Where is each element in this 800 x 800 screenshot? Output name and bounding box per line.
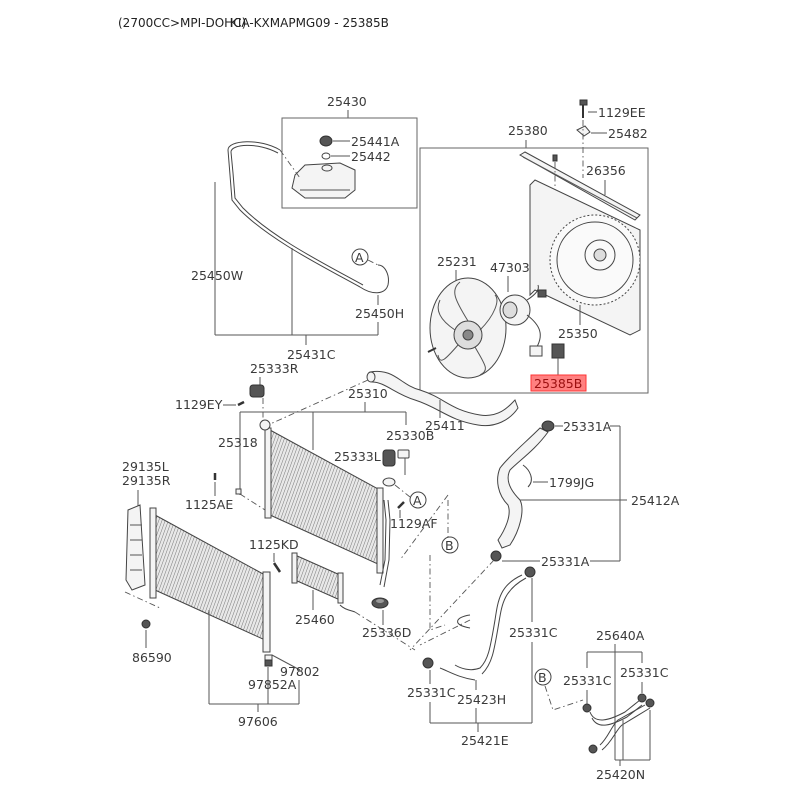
highlighted-part-box: [530, 374, 587, 392]
label-25331A-top[interactable]: 25331A: [563, 419, 612, 434]
label-25331A-bottom[interactable]: 25331A: [541, 554, 590, 569]
bolt-icon-2: [237, 400, 245, 407]
label-25411[interactable]: 25411: [425, 418, 465, 433]
label-25421E[interactable]: 25421E: [461, 733, 509, 748]
insulator-icon: [371, 597, 389, 609]
oil-cooler-icon: [291, 552, 356, 613]
catalog-ref-label: KIA-KXMAPMG09 - 25385B: [230, 16, 389, 30]
label-25423H[interactable]: 25423H: [457, 692, 506, 707]
ref-marker-b: [441, 536, 459, 554]
fan-shroud-icon: [529, 179, 641, 336]
atf-hose-group: 25640A B 25331C 25331C 25420N: [534, 628, 669, 782]
condenser-core-icon: [149, 507, 271, 653]
radiator-group: 25333R 1129EY 25310 25318 25330B 25333L: [175, 361, 459, 631]
radiator-core-icon: [259, 419, 384, 574]
label-47303[interactable]: 47303: [490, 260, 530, 275]
upper-bracket-icon: [519, 151, 641, 221]
label-26356[interactable]: 26356: [586, 163, 626, 178]
mount-bracket-l-icon: [382, 449, 396, 467]
atf-pipes-icon: [582, 693, 655, 754]
label-25333R[interactable]: 25333R: [250, 361, 299, 376]
label-86590[interactable]: 86590: [132, 650, 172, 665]
label-25331C-right[interactable]: 25331C: [509, 625, 558, 640]
mount-bracket-icon: [249, 384, 265, 398]
label-25450W[interactable]: 25450W: [191, 268, 243, 283]
cap-icon: [397, 449, 410, 459]
ref-marker-b-label-2: B: [538, 670, 547, 685]
connector-icon: [529, 343, 565, 359]
reservoir-cap-icon: [319, 135, 333, 147]
label-25333L[interactable]: 25333L: [334, 449, 381, 464]
label-97802[interactable]: 97802: [280, 664, 320, 679]
label-25430[interactable]: 25430: [327, 94, 367, 109]
ref-marker-b-2: [534, 668, 552, 686]
label-25482[interactable]: 25482: [608, 126, 648, 141]
bolt-icon: [579, 99, 588, 118]
label-1129EE[interactable]: 1129EE: [598, 105, 646, 120]
label-1129EY[interactable]: 1129EY: [175, 397, 223, 412]
ref-marker-a-label-2: A: [413, 493, 422, 508]
label-25420N[interactable]: 25420N: [596, 767, 645, 782]
label-25431C[interactable]: 25431C: [287, 347, 336, 362]
receiver-drier-icon: [264, 654, 273, 667]
label-29135L[interactable]: 29135L: [122, 459, 169, 474]
nut-icon: [141, 619, 151, 629]
label-25331C-left[interactable]: 25331C: [407, 685, 456, 700]
label-25380[interactable]: 25380: [508, 123, 548, 138]
fan-motor-icon: [499, 284, 547, 351]
label-25231[interactable]: 25231: [437, 254, 477, 269]
label-25442[interactable]: 25442: [351, 149, 391, 164]
label-25460[interactable]: 25460: [295, 612, 335, 627]
seal-ring-icon: [321, 152, 331, 160]
bolt-icon-4: [272, 562, 282, 573]
label-1129AF[interactable]: 1129AF: [390, 516, 438, 531]
ref-marker-b-label: B: [445, 538, 454, 553]
ref-marker-a-label: A: [355, 250, 364, 265]
screw-icon: [552, 154, 558, 162]
lower-hose-group: 25331A 1799JG 25412A 25331A: [409, 419, 680, 651]
clip-icon: [576, 125, 591, 137]
label-25350[interactable]: 25350: [558, 326, 598, 341]
label-1125AE[interactable]: 1125AE: [185, 497, 233, 512]
ref-marker-a-top: [351, 248, 369, 266]
label-25640A[interactable]: 25640A: [596, 628, 645, 643]
label-97606[interactable]: 97606: [238, 714, 278, 729]
label-25318[interactable]: 25318: [218, 435, 258, 450]
label-25331C-b1[interactable]: 25331C: [563, 673, 612, 688]
label-25331C-b2[interactable]: 25331C: [620, 665, 669, 680]
fan-shroud-group: 1129EE 25482 25380 26356 25350: [419, 99, 649, 394]
label-97852A[interactable]: 97852A: [248, 677, 297, 692]
label-1799JG[interactable]: 1799JG: [549, 475, 594, 490]
label-25385B-highlighted[interactable]: 25385B: [534, 376, 582, 391]
label-1125KD[interactable]: 1125KD: [249, 537, 299, 552]
screw-icon-2: [427, 347, 437, 353]
label-25310[interactable]: 25310: [348, 386, 388, 401]
clip-icon-2: [522, 464, 532, 488]
fan-blade-icon: [429, 277, 507, 379]
upper-hose-group: 25411: [267, 370, 519, 433]
ref-marker-a: [409, 491, 427, 509]
oil-cooler-hose-group: 25331C 25331C 25423H 25421E: [407, 566, 558, 748]
label-25330B[interactable]: 25330B: [386, 428, 434, 443]
label-25441A[interactable]: 25441A: [351, 134, 400, 149]
label-29135R[interactable]: 29135R: [122, 473, 171, 488]
label-25450H[interactable]: 25450H: [355, 306, 404, 321]
label-25336D[interactable]: 25336D: [362, 625, 411, 640]
reservoir-group: 25430 25441A 25442: [281, 94, 418, 209]
oil-cooler-group: 25460 25336D: [291, 552, 416, 651]
condenser-group: 29135L 29135R 86590 1125KD: [122, 459, 320, 729]
label-25412A[interactable]: 25412A: [631, 493, 680, 508]
side-seal-icon: [125, 504, 146, 591]
engine-spec-label: (2700CC>MPI-DOHC): [118, 16, 246, 30]
bolt-icon-3: [397, 501, 405, 509]
reservoir-hose-group: A 25450W 25450H 25431C: [191, 141, 404, 362]
reservoir-tank-icon: [291, 162, 356, 199]
